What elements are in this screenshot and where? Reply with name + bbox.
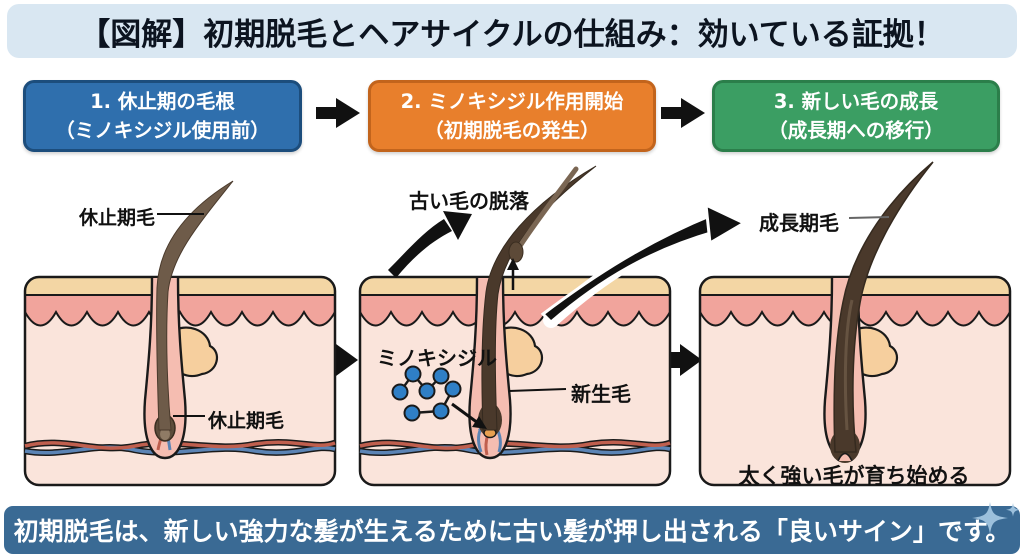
club-highlight — [160, 428, 170, 440]
anagen-hair-shaft — [833, 161, 934, 453]
telogen-follicle-label: 休止期毛 — [208, 410, 285, 432]
minoxidil-label: ミノキシジル — [377, 346, 497, 370]
hair-highlight — [843, 299, 854, 431]
step1-line2: （ミノキシジル使用前） — [55, 119, 270, 142]
step2-line2: （初期脱毛の発生） — [424, 119, 600, 142]
curved-arrow-icon — [540, 202, 748, 328]
shed-arrow-icon — [388, 211, 472, 278]
old-hair-shaft — [517, 166, 579, 249]
arrow-right-icon — [661, 98, 705, 128]
sparkle-small — [1006, 503, 1020, 517]
step-box-2: 2. ミノキシジル作用開始 （初期脱毛の発生） — [368, 80, 656, 152]
papilla-notch — [837, 452, 853, 462]
page-title: 【図解】初期脱毛とヘアサイクルの仕組み：効いている証拠！ — [79, 16, 945, 53]
step-box-3: 3. 新しい毛の成長 （成長期への移行） — [712, 80, 1000, 152]
old-hair-club — [508, 241, 524, 263]
up-arrow-icon — [507, 258, 519, 290]
footer-text: 初期脱毛は、新しい強力な髪が生えるために古い髪が押し出される「良いサイン」です。 — [13, 517, 1011, 546]
panel2-skin-diagram — [360, 165, 670, 485]
molecule-arrow-icon — [451, 402, 487, 429]
minoxidil-molecule-icon — [391, 365, 462, 422]
title-bar: 【図解】初期脱毛とヘアサイクルの仕組み：効いている証拠！ — [7, 4, 1017, 58]
footer-banner: 初期脱毛は、新しい強力な髪が生えるために古い髪が押し出される「良いサイン」です。 — [4, 506, 1020, 554]
new-hair-label: 新生毛 — [571, 382, 631, 406]
new-hair-shaft — [481, 165, 597, 431]
step1-line1: 1. 休止期の毛根 — [90, 89, 235, 113]
old-hair-shedding-label: 古い毛の脱落 — [409, 189, 529, 213]
telogen-hair-label: 休止期毛 — [78, 207, 155, 229]
step-box-1: 1. 休止期の毛根 （ミノキシジル使用前） — [23, 80, 302, 152]
panel1-skin-diagram — [25, 180, 335, 485]
anagen-hair-label: 成長期毛 — [759, 211, 839, 235]
label-line — [848, 216, 890, 219]
growth-caption: 太く強い毛が育ち始める — [738, 464, 970, 488]
step3-line1: 3. 新しい毛の成長 — [773, 89, 939, 113]
telogen-hair-shaft — [156, 180, 234, 431]
label-line — [508, 388, 567, 392]
panel3-skin-diagram — [700, 161, 1010, 485]
arrow-right-icon — [316, 98, 360, 128]
step3-line2: （成長期への移行） — [768, 119, 944, 142]
sparkle-large — [972, 502, 1008, 534]
step2-line1: 2. ミノキシジル作用開始 — [400, 89, 624, 113]
